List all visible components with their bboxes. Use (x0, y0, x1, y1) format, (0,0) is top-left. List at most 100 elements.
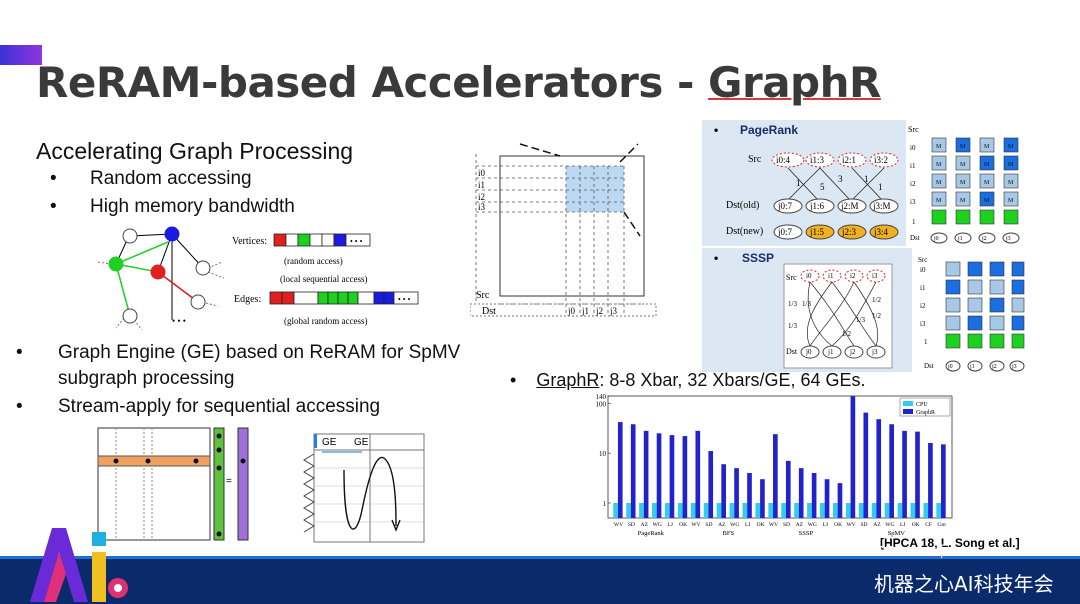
bullet-dot: • (16, 396, 23, 417)
chart-bar-cpu (871, 502, 877, 518)
global-random-label: (global random access) (284, 316, 367, 326)
bullet-item: •Random accessing (50, 168, 295, 196)
chart-bar-cpu (832, 502, 838, 518)
chart-bar-graphr (811, 472, 817, 518)
pagerank-figure: • PageRank Src i0:4 i1:3 i2:1 i3:2 1 5 3… (702, 120, 1026, 246)
matrix-col-label: j2 (595, 306, 603, 316)
chart-legend-swatch (903, 409, 913, 414)
pagerank-src-label: Src (748, 154, 762, 165)
sssp-weight: 1/3 (802, 300, 811, 308)
matrix-row-label: i1 (478, 180, 485, 190)
chart-x-tick-label: SD (705, 522, 712, 528)
sssp-weight: 1/3 (788, 322, 797, 330)
pagerank-grid-row: i1 (910, 162, 916, 170)
chart-x-tick-label: AZ (718, 522, 726, 528)
pagerank-cell: M (1008, 180, 1014, 186)
chart-x-tick-label: SD (628, 522, 635, 528)
pagerank-dst-new-node: j3:4 (873, 227, 889, 237)
pagerank-src-node: i2:1 (842, 155, 856, 165)
chart-bar-cpu (923, 502, 929, 518)
chart-bar-cpu (755, 502, 761, 518)
chart-bar-graphr (773, 434, 778, 518)
pagerank-heading: PageRank (740, 123, 798, 137)
pagerank-edge-weight: 1 (864, 174, 869, 184)
chart-legend-swatch (903, 401, 913, 406)
chart-bar-graphr (824, 479, 830, 518)
chart-bar-cpu (677, 502, 683, 518)
matrix-dst-label: Dst (482, 306, 496, 317)
chart-bar-graphr (669, 435, 675, 518)
chart-bar-graphr (785, 460, 791, 518)
bullet-dot: • (50, 196, 57, 217)
sssp-dst-node: j1 (827, 348, 834, 356)
chart-y-tick-label: 1 (603, 500, 607, 508)
vertices-label: Vertices: (232, 236, 267, 247)
pagerank-dst-new-node: j1:5 (809, 227, 825, 237)
sssp-src-node: i3 (872, 272, 878, 280)
bullet-text: High memory bandwidth (90, 196, 295, 217)
pagerank-grid-col: j2 (981, 236, 987, 242)
chart-x-tick-label: CF (925, 522, 932, 528)
ai-logo (30, 528, 128, 602)
bullet-list-top: •Random accessing • High memory bandwidth (50, 168, 295, 224)
bullet-text: Stream-apply for sequential accessing (58, 396, 381, 417)
pagerank-cell: M (960, 144, 966, 150)
pagerank-grid-row: 1 (912, 218, 916, 226)
chart-bar-graphr (747, 472, 752, 518)
chart-group-label: BFS (723, 530, 735, 537)
chart-bar-cpu (639, 502, 644, 518)
graphr-spec: : 8-8 Xbar, 32 Xbars/GE, 64 GEs. (599, 370, 866, 390)
sssp-grid-row: 1 (924, 338, 928, 346)
chart-x-tick-label: SD (783, 522, 790, 528)
graphr-bullet-line: • GraphR: 8-8 Xbar, 32 Xbars/GE, 64 GEs. (510, 370, 866, 391)
chart-bar-cpu (626, 502, 631, 518)
sssp-dst-label: Dst (786, 347, 798, 356)
chart-bar-cpu (652, 502, 657, 518)
sssp-src-node: i1 (828, 272, 834, 280)
chart-bar-cpu (910, 502, 916, 518)
pagerank-cell: M (1008, 198, 1014, 204)
pagerank-dst-old-node: j2:M (840, 201, 859, 211)
chart-bar-cpu (781, 502, 786, 518)
chart-y-tick-label: 100 (596, 400, 607, 408)
chart-x-tick-label: OK (834, 522, 842, 528)
chart-bar-graphr (643, 430, 649, 518)
pagerank-grid-row: i3 (910, 198, 916, 206)
graph-access-figure: • • • Vertices: • • • (random access) (l… (98, 226, 419, 331)
sssp-grid-col: j1 (969, 364, 975, 370)
chart-group-label: PageRank (638, 530, 665, 537)
equals-sign: = (226, 476, 232, 487)
chart-bar-graphr (902, 430, 907, 518)
pagerank-cell: M (960, 162, 966, 168)
chart-group-label: SpMV (888, 530, 906, 537)
bullet-item: •Graph Engine (GE) based on ReRAM for Sp… (16, 340, 486, 392)
sssp-heading: SSSP (742, 251, 774, 265)
chart-bar-cpu (858, 502, 864, 518)
sssp-src-node: i2 (850, 272, 856, 280)
chart-bar-graphr (617, 422, 623, 518)
pagerank-grid-dst: Dst (910, 234, 920, 242)
chart-bar-cpu (936, 502, 942, 518)
bullet-item: • High memory bandwidth (50, 196, 295, 224)
sssp-grid-col: j3 (1011, 364, 1017, 370)
matrix-row-label: i3 (478, 202, 486, 212)
chart-bar-cpu (768, 502, 774, 518)
matrix-col-label: j3 (609, 306, 618, 316)
sssp-src-node: i0 (806, 272, 812, 280)
pagerank-cell: M (984, 144, 990, 150)
random-access-label: (random access) (284, 256, 343, 266)
chart-bar-cpu (742, 502, 748, 518)
pagerank-dst-old-label: Dst(old) (726, 200, 759, 211)
footer-brand-line1: TRAIN · 下 (876, 543, 950, 560)
chart-x-tick-label: WV (614, 522, 623, 528)
pagerank-cell: M (936, 198, 942, 204)
pagerank-dst-new-label: Dst(new) (726, 226, 763, 237)
bullet-dot: • (510, 370, 517, 390)
chart-bar-graphr (837, 483, 843, 518)
pagerank-cell: M (984, 162, 990, 168)
wechat-icon (847, 540, 871, 556)
chart-x-tick-label: WG (885, 522, 894, 528)
